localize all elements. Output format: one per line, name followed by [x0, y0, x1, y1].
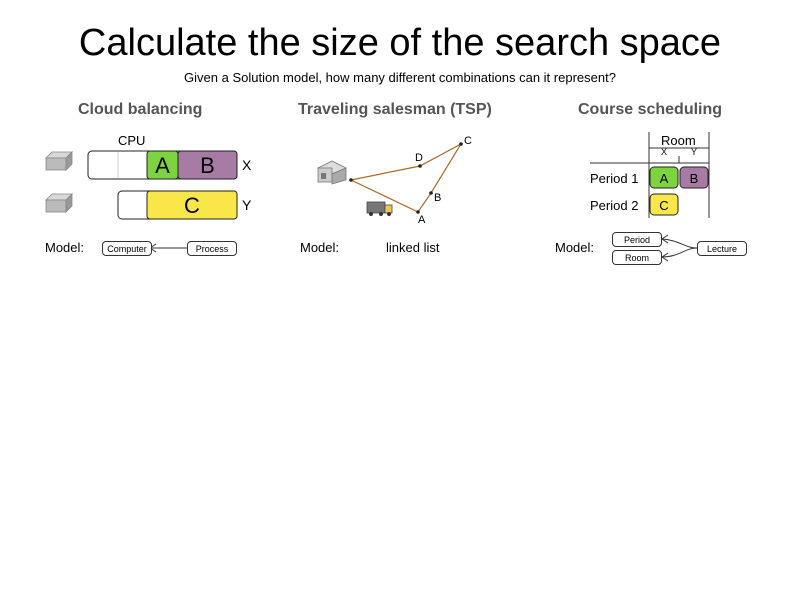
model-process-box: Process [187, 241, 237, 256]
process-c-block [146, 190, 238, 220]
computer-y-icon [45, 193, 73, 213]
lecture-c-block [649, 193, 679, 216]
course-schedule-grid: Room X Y A B C Period 1 Period 2 [590, 132, 710, 218]
lecture-a-block [649, 166, 679, 189]
period-2-label: Period 2 [590, 198, 638, 213]
room-x-label: X [661, 147, 667, 157]
tsp-stop-c-label: C [464, 135, 472, 147]
period-1-label: Period 1 [590, 171, 638, 186]
cloud-balancing-heading: Cloud balancing [78, 101, 203, 118]
room-y-label: Y [691, 147, 697, 157]
model-lecture-box: Lecture [697, 241, 747, 256]
process-c-label: C [184, 193, 200, 218]
tsp-heading: Traveling salesman (TSP) [298, 101, 492, 118]
process-a-label: A [155, 153, 170, 178]
tsp-diagram: D C B A [317, 135, 472, 226]
depot-icon [317, 160, 347, 185]
computer-x-icon [45, 151, 73, 171]
lecture-c-label: C [659, 198, 668, 213]
tsp-route [350, 142, 463, 213]
cloud-model-label: Model: [45, 240, 85, 255]
slide-title: Calculate the size of the search space [78, 22, 722, 64]
lecture-a-label: A [660, 171, 669, 186]
truck-icon [366, 201, 393, 216]
model-computer-box: Computer [102, 241, 152, 256]
room-header-label: Room [661, 133, 696, 148]
cloud-balancing-diagram: CPU A B X C Y [45, 133, 252, 220]
course-model-label: Model: [555, 240, 595, 255]
cpu-label: CPU [118, 133, 145, 148]
process-b-block [177, 150, 238, 180]
computer-y-label: Y [242, 197, 252, 213]
tsp-stop-d-label: D [415, 152, 423, 164]
lecture-to-period-room-arrows [661, 234, 698, 262]
model-room-box: Room [612, 250, 662, 265]
tsp-model-value: linked list [386, 240, 440, 255]
process-b-label: B [200, 153, 215, 178]
lecture-b-label: B [690, 171, 699, 186]
model-period-box: Period [612, 232, 662, 247]
tsp-model-label: Model: [300, 240, 340, 255]
computer-x-label: X [242, 157, 252, 173]
lecture-b-block [679, 166, 709, 189]
tsp-stop-a-label: A [418, 214, 426, 226]
course-scheduling-heading: Course scheduling [578, 101, 723, 118]
slide-subtitle: Given a Solution model, how many differe… [184, 70, 616, 85]
tsp-stop-b-label: B [434, 192, 441, 204]
